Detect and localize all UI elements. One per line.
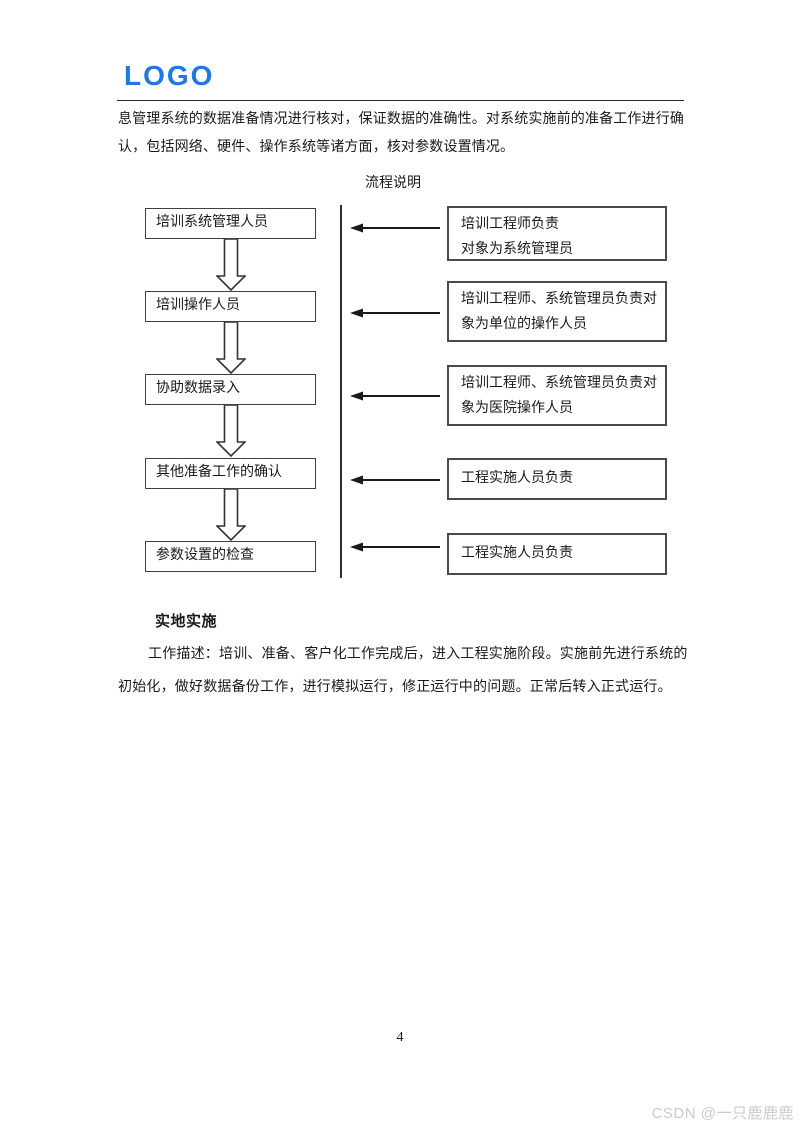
flow-step-box: 培训操作人员 (145, 291, 316, 322)
flow-divider-line (340, 205, 342, 578)
left-arrow-icon (350, 223, 440, 233)
intro-line: 息管理系统的数据准备情况进行核对，保证数据的准确性。对系统实施前的准备工作进行确 (118, 112, 684, 127)
note-line: 工程实施人员负责 (461, 471, 573, 486)
flow-note-box: 培训工程师、系统管理员负责对 象为医院操作人员 (447, 365, 667, 426)
company-logo: LOGO (124, 60, 215, 91)
note-line: 象为单位的操作人员 (461, 317, 587, 332)
left-arrow-icon (350, 542, 440, 552)
flow-step-box: 其他准备工作的确认 (145, 458, 316, 489)
note-line: 象为医院操作人员 (461, 401, 573, 416)
note-line: 培训工程师负责 (461, 217, 559, 232)
flow-step-box: 培训系统管理人员 (145, 208, 316, 239)
down-arrow-icon (216, 489, 246, 541)
section-body-paragraph: 工作描述：培训、准备、客户化工作完成后，进入工程实施阶段。实施前先进行系统的 初… (118, 638, 690, 704)
flow-note-box: 工程实施人员负责 (447, 533, 667, 575)
header-divider (117, 100, 684, 101)
down-arrow-icon (216, 405, 246, 457)
csdn-watermark: CSDN @一只鹿鹿鹿 (651, 1105, 794, 1122)
flow-note-box: 工程实施人员负责 (447, 458, 667, 500)
page-number: 4 (396, 1030, 404, 1045)
note-line: 对象为系统管理员 (461, 242, 573, 257)
flow-step-box: 协助数据录入 (145, 374, 316, 405)
left-arrow-icon (350, 391, 440, 401)
body-line: 初始化，做好数据备份工作，进行模拟运行，修正运行中的问题。正常后转入正式运行。 (118, 680, 672, 695)
section-heading: 实地实施 (155, 614, 218, 630)
note-line: 工程实施人员负责 (461, 546, 573, 561)
flowchart-title: 流程说明 (365, 176, 421, 191)
flow-note-box: 培训工程师、系统管理员负责对 象为单位的操作人员 (447, 281, 667, 342)
flow-note-box: 培训工程师负责 对象为系统管理员 (447, 206, 667, 261)
down-arrow-icon (216, 322, 246, 374)
intro-line: 认，包括网络、硬件、操作系统等诸方面，核对参数设置情况。 (118, 140, 515, 155)
left-arrow-icon (350, 308, 440, 318)
down-arrow-icon (216, 239, 246, 291)
left-arrow-icon (350, 475, 440, 485)
body-line: 工作描述：培训、准备、客户化工作完成后，进入工程实施阶段。实施前先进行系统的 (148, 647, 688, 662)
note-line: 培训工程师、系统管理员负责对 (461, 376, 657, 391)
intro-paragraph: 息管理系统的数据准备情况进行核对，保证数据的准确性。对系统实施前的准备工作进行确… (118, 106, 688, 162)
note-line: 培训工程师、系统管理员负责对 (461, 292, 657, 307)
flow-step-box: 参数设置的检查 (145, 541, 316, 572)
